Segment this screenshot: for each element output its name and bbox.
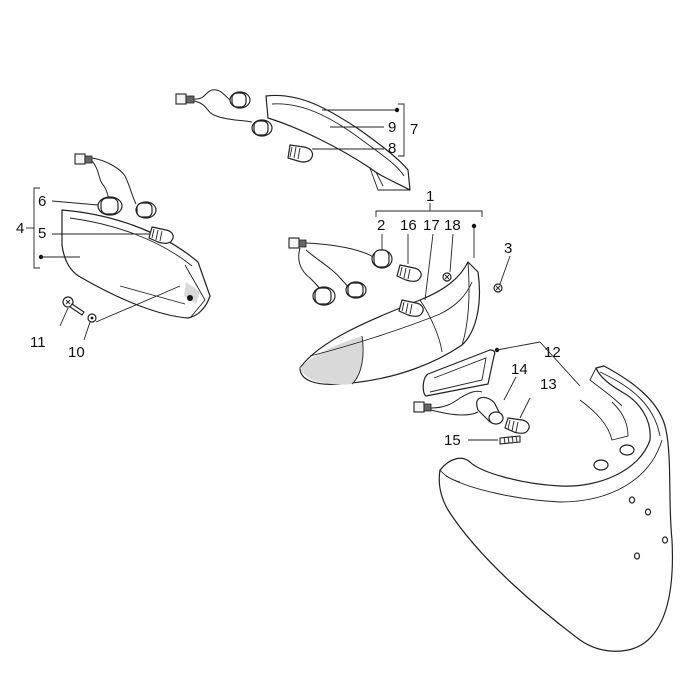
rear-light-lens bbox=[299, 261, 481, 385]
label-10: 10 bbox=[68, 344, 85, 361]
label-17: 17 bbox=[423, 217, 440, 234]
leaders-group-1 bbox=[375, 203, 511, 301]
part-labels: 1 2 3 4 5 6 7 8 9 10 11 12 13 14 15 16 1… bbox=[16, 119, 561, 449]
connector-plug-icon bbox=[288, 237, 300, 249]
label-9: 9 bbox=[388, 119, 396, 136]
label-8: 8 bbox=[388, 140, 396, 157]
label-1: 1 bbox=[426, 188, 434, 205]
bracket-wiring bbox=[413, 390, 504, 425]
mounting-hole-icon bbox=[633, 552, 641, 560]
left-lens-bulb bbox=[148, 226, 174, 244]
left-lens-wiring bbox=[74, 153, 157, 219]
label-6: 6 bbox=[38, 193, 46, 210]
mounting-hole-icon bbox=[593, 459, 609, 471]
mounting-hole-icon bbox=[661, 536, 669, 544]
bracket-bulb bbox=[504, 417, 530, 434]
bracket-screw bbox=[499, 435, 521, 445]
label-12: 12 bbox=[544, 344, 561, 361]
label-11: 11 bbox=[30, 334, 46, 351]
leaders-group-7 bbox=[312, 103, 405, 157]
left-screws bbox=[62, 296, 97, 323]
label-4: 4 bbox=[16, 220, 24, 237]
rear-light-screws bbox=[442, 272, 503, 293]
leaders-group-12 bbox=[468, 341, 581, 441]
label-18: 18 bbox=[444, 217, 461, 234]
leaders-group-4 bbox=[26, 187, 181, 341]
rear-mudguard bbox=[438, 365, 674, 652]
label-2: 2 bbox=[377, 217, 385, 234]
label-15: 15 bbox=[444, 432, 461, 449]
rear-light-wiring bbox=[288, 237, 393, 306]
rear-light-bulbs bbox=[396, 264, 424, 317]
label-14: 14 bbox=[511, 361, 528, 378]
mounting-hole-icon bbox=[619, 444, 635, 456]
plate-bracket bbox=[422, 347, 500, 397]
label-3: 3 bbox=[504, 240, 512, 257]
mounting-hole-icon bbox=[628, 496, 636, 504]
label-13: 13 bbox=[540, 376, 557, 393]
label-5: 5 bbox=[38, 225, 46, 242]
label-7: 7 bbox=[410, 121, 418, 138]
left-lens-housing bbox=[61, 209, 211, 319]
plate-light-bulb bbox=[287, 144, 314, 163]
mounting-hole-icon bbox=[644, 508, 652, 516]
connector-plug-icon bbox=[175, 93, 187, 105]
connector-plug-icon bbox=[74, 153, 86, 165]
connector-plug-icon bbox=[413, 401, 425, 413]
label-16: 16 bbox=[400, 217, 417, 234]
plate-light-wiring bbox=[175, 89, 273, 137]
